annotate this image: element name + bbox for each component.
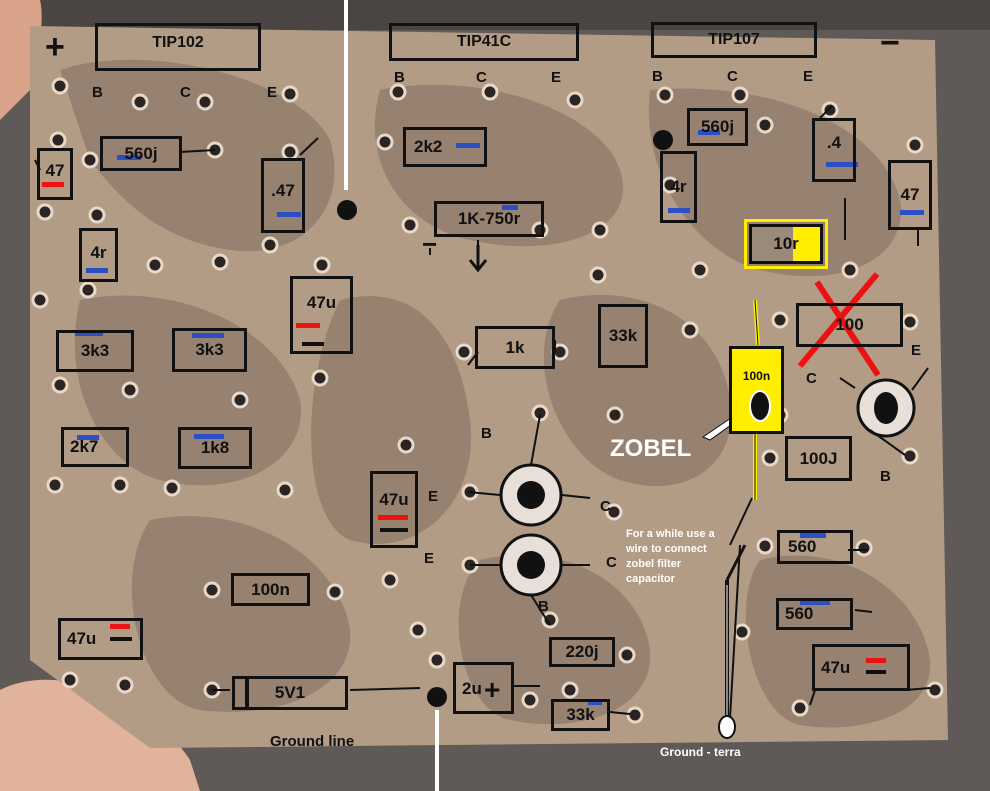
res-1k-750r: 1K-750r — [434, 201, 544, 237]
cap-47-right: 47 — [888, 160, 932, 230]
res-560j-left: 560j — [100, 136, 182, 171]
minus-sign: − — [880, 24, 900, 62]
pin-e-tip107: E — [803, 68, 814, 85]
pin-e-tip41c: E — [551, 69, 562, 86]
pin-c-tip107: C — [727, 68, 738, 85]
res-1k: 1k — [475, 326, 555, 369]
res-33k-mid: 33k — [598, 304, 648, 368]
ground-terra-label: Ground - terra — [660, 745, 741, 759]
minus-mark: − — [422, 229, 438, 259]
cap-47u-bottom-right: 47u — [812, 644, 910, 691]
res-560-a: 560 — [777, 530, 853, 564]
pin-e-lower: E — [424, 550, 435, 567]
cap-100n-bottom: 100n — [231, 573, 310, 606]
cap-47-left: 47 — [37, 148, 73, 200]
plus-sign: + — [45, 28, 65, 66]
pin-c-right: C — [806, 370, 817, 387]
pin-b-lower: B — [538, 598, 549, 615]
cap-47u-bottom-left: 47u — [58, 618, 143, 660]
res-100-crossed: 100 — [796, 303, 903, 347]
res-1k8: 1k8 — [178, 427, 252, 469]
zobel-pad — [749, 390, 771, 422]
pin-c-upper: C — [600, 498, 611, 515]
res-220j: 220j — [549, 637, 615, 667]
pin-b-tip41c: B — [394, 69, 405, 86]
zobel-label: ZOBEL — [610, 435, 692, 462]
pin-e-right: E — [911, 342, 922, 359]
cap-47u-mid: 47u — [290, 276, 353, 354]
ground-line-label: Ground line — [270, 733, 355, 750]
tip41c-label: TIP41C — [389, 23, 579, 61]
res-047: .47 — [261, 158, 305, 233]
zener-band — [245, 676, 249, 710]
tip107-label: TIP107 — [651, 22, 817, 58]
res-33k-bottom: 33k — [551, 699, 610, 731]
pin-b-tip102: B — [92, 84, 103, 101]
res-2k2: 2k2 — [403, 127, 487, 167]
res-4r-right: 4r — [660, 151, 697, 223]
res-560j-right: 560j — [687, 108, 748, 146]
pin-e-upper: E — [428, 488, 439, 505]
pin-c-tip41c: C — [476, 69, 487, 86]
tip102-label: TIP102 — [95, 23, 261, 71]
res-4r-left: 4r — [79, 228, 118, 282]
pin-b-right: B — [880, 468, 891, 485]
cap-100j: 100J — [785, 436, 852, 481]
pin-c-tip102: C — [180, 84, 191, 101]
color-marks — [42, 130, 924, 705]
pin-b-upper: B — [481, 425, 492, 442]
pin-c-lower: C — [606, 554, 617, 571]
res-10r: 10r — [749, 224, 823, 264]
res-3k3-b: 3k3 — [172, 328, 247, 372]
cap-47u-center: 47u — [370, 471, 418, 548]
cap-2u: 2u — [453, 662, 514, 714]
res-3k3-a: 3k3 — [56, 330, 134, 372]
zener-5v1: 5V1 — [232, 676, 348, 710]
cap-2u-plus: + — [484, 674, 501, 705]
res-04: .4 — [812, 118, 856, 182]
pin-e-tip102: E — [267, 84, 278, 101]
pin-b-tip107: B — [652, 68, 663, 85]
zobel-note: For a while use a wire to connect zobel … — [626, 528, 715, 585]
res-10r-highlight — [744, 219, 828, 269]
res-560-b: 560 — [776, 598, 853, 630]
res-2k7: 2k7 — [61, 427, 129, 467]
